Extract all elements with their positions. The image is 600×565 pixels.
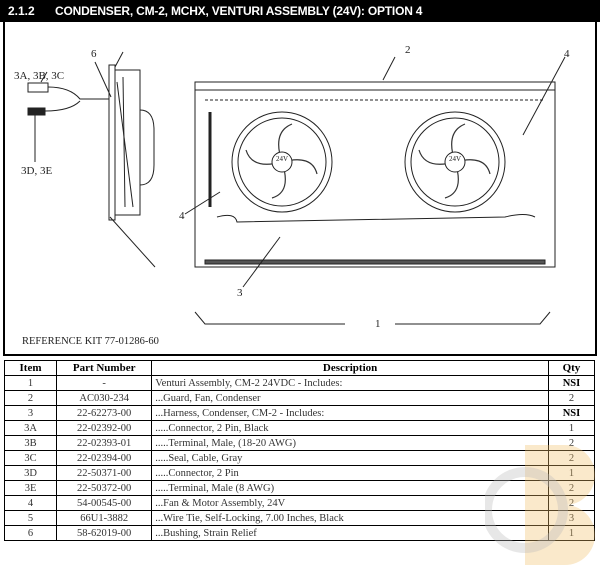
- callout-4-top: 4: [564, 48, 570, 60]
- cell-item: 5: [3, 510, 58, 526]
- parts-table: Item Part Number Description Qty 1-Ventu…: [3, 360, 596, 541]
- cell-description: .....Connector, 2 Pin, Black: [151, 420, 549, 436]
- section-number: 2.1.2: [8, 4, 35, 18]
- cell-qty: 2: [547, 390, 596, 406]
- cell-part-number: 22-02392-00: [56, 420, 153, 436]
- cell-qty: 1: [547, 465, 596, 481]
- cell-item: 4: [3, 495, 58, 511]
- callout-4-left: 4: [179, 210, 185, 222]
- callout-1: 1: [375, 318, 381, 330]
- section-title: CONDENSER, CM-2, MCHX, VENTURI ASSEMBLY …: [55, 4, 423, 18]
- callout-2: 2: [405, 44, 411, 56]
- cell-item: 3B: [3, 435, 58, 451]
- cell-part-number: 22-02394-00: [56, 450, 153, 466]
- motor-label-left: 24V: [276, 155, 289, 163]
- cell-part-number: 66U1-3882: [56, 510, 153, 526]
- cell-qty: 2: [547, 495, 596, 511]
- cell-description: ...Fan & Motor Assembly, 24V: [151, 495, 549, 511]
- diagram-drawing: [27, 51, 566, 325]
- motor-hub-right: [444, 151, 466, 173]
- cell-part-number: 54-00545-00: [56, 495, 153, 511]
- cell-qty: 2: [547, 450, 596, 466]
- motor-hub-left: [271, 151, 293, 173]
- cell-part-number: 22-50372-00: [56, 480, 153, 496]
- cell-qty: NSI: [547, 405, 596, 421]
- cell-part-number: 58-62019-00: [56, 525, 153, 541]
- cell-qty: NSI: [547, 375, 596, 391]
- cell-part-number: 22-02393-01: [56, 435, 153, 451]
- col-item: Item: [3, 360, 58, 376]
- cell-item: 3D: [3, 465, 58, 481]
- section-title-bar: 2.1.2 CONDENSER, CM-2, MCHX, VENTURI ASS…: [0, 0, 600, 22]
- cell-part-number: AC030-234: [56, 390, 153, 406]
- table-header: Item Part Number Description Qty: [3, 360, 596, 376]
- cell-description: .....Terminal, Male, (18-20 AWG): [151, 435, 549, 451]
- cell-qty: 2: [547, 435, 596, 451]
- cell-qty: 3: [547, 510, 596, 526]
- fan-blades: [245, 123, 491, 199]
- cell-item: 3: [3, 405, 58, 421]
- motor-label-right: 24V: [449, 155, 462, 163]
- callout-6: 6: [91, 48, 97, 60]
- cell-description: ...Wire Tie, Self-Locking, 7.00 Inches, …: [151, 510, 549, 526]
- col-part-number: Part Number: [56, 360, 153, 376]
- cell-item: 1: [3, 375, 58, 391]
- cell-item: 6: [3, 525, 58, 541]
- cell-description: .....Terminal, Male (8 AWG): [151, 480, 549, 496]
- callout-3: 3: [237, 287, 243, 299]
- callout-3de: 3D, 3E: [21, 165, 53, 177]
- exploded-diagram: 2 4 6 3A, 3B, 3C 3D, 3E 4 3 1 24V 24V RE…: [3, 22, 597, 356]
- cell-part-number: 22-62273-00: [56, 405, 153, 421]
- reference-kit: REFERENCE KIT 77-01286-60: [22, 336, 159, 347]
- cell-item: 3E: [3, 480, 58, 496]
- cell-item: 3C: [3, 450, 58, 466]
- cell-part-number: -: [56, 375, 153, 391]
- cell-qty: 1: [547, 525, 596, 541]
- table-row: 1-Venturi Assembly, CM-2 24VDC - Include…: [3, 375, 596, 391]
- cell-part-number: 22-50371-00: [56, 465, 153, 481]
- callout-3abc: 3A, 3B, 3C: [14, 70, 65, 82]
- cell-description: .....Connector, 2 Pin: [151, 465, 549, 481]
- cell-description: ...Harness, Condenser, CM-2 - Includes:: [151, 405, 549, 421]
- cell-qty: 1: [547, 420, 596, 436]
- cell-item: 3A: [3, 420, 58, 436]
- cell-qty: 2: [547, 480, 596, 496]
- cell-item: 2: [3, 390, 58, 406]
- cell-description: .....Seal, Cable, Gray: [151, 450, 549, 466]
- cell-description: ...Bushing, Strain Relief: [151, 525, 549, 541]
- col-qty: Qty: [547, 360, 596, 376]
- cell-description: Venturi Assembly, CM-2 24VDC - Includes:: [151, 375, 549, 391]
- cell-description: ...Guard, Fan, Condenser: [151, 390, 549, 406]
- col-description: Description: [151, 360, 549, 376]
